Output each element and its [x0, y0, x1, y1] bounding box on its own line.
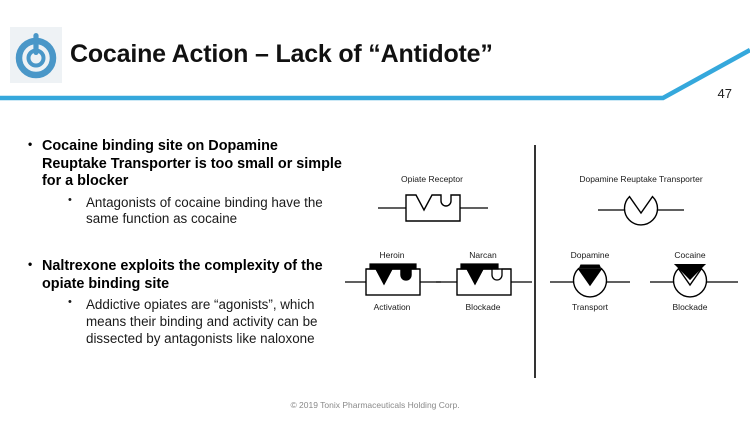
bullet-group-spacer	[26, 228, 346, 258]
dopamine-label: Dopamine	[571, 250, 610, 260]
header-accent-rule	[0, 48, 750, 101]
opiate-receptor-empty	[378, 194, 488, 222]
opiate-receptor-label: Opiate Receptor	[401, 174, 463, 184]
copyright-footer: © 2019 Tonix Pharmaceuticals Holding Cor…	[290, 400, 460, 410]
tonix-power-logo-icon	[15, 33, 57, 79]
narcan-receptor-complex: Narcan Blockade	[436, 250, 532, 312]
dopamine-transporter-complex: Dopamine Transport	[550, 250, 630, 312]
receptor-diagram-figure: Opiate Receptor Heroin Activation Na	[340, 140, 745, 385]
dat-receptor-label: Dopamine Reuptake Transporter	[579, 174, 702, 184]
bullet-level1-2: Naltrexone exploits the complexity of th…	[26, 257, 346, 293]
page-title: Cocaine Action – Lack of “Antidote”	[70, 40, 493, 68]
blockade-label-left: Blockade	[466, 302, 501, 312]
dat-receptor-empty	[598, 195, 684, 226]
heroin-receptor-complex: Heroin Activation	[345, 250, 441, 312]
page-number: 47	[717, 86, 732, 101]
bullet-level2-2: Addictive opiates are “agonists”, which …	[64, 296, 346, 347]
cocaine-label: Cocaine	[674, 250, 705, 260]
bullet-level2-1: Antagonists of cocaine binding have the …	[64, 194, 346, 229]
bullet-list: Cocaine binding site on Dopamine Reuptak…	[26, 137, 346, 348]
company-logo	[10, 27, 62, 83]
transport-label: Transport	[572, 302, 609, 312]
receptor-diagram-svg: Opiate Receptor Heroin Activation Na	[345, 145, 738, 378]
blockade-label-right: Blockade	[673, 302, 708, 312]
bullet-level1-1: Cocaine binding site on Dopamine Reuptak…	[26, 137, 346, 191]
activation-label: Activation	[374, 302, 411, 312]
narcan-label: Narcan	[469, 250, 497, 260]
heroin-label: Heroin	[379, 250, 404, 260]
cocaine-transporter-complex: Cocaine Blockade	[650, 250, 738, 312]
